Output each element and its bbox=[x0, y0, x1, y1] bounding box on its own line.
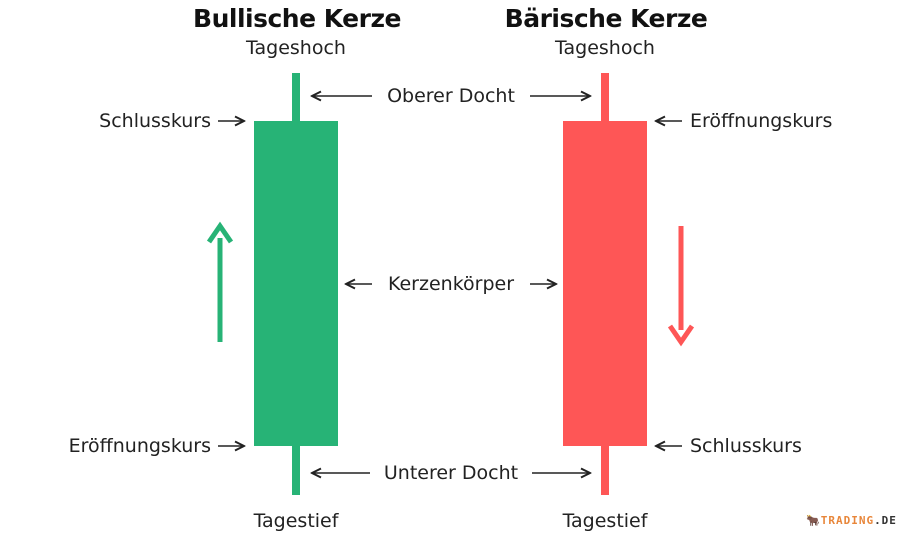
bearish-title: Bärische Kerze bbox=[504, 4, 708, 33]
bull-logo-icon: 🐂 bbox=[806, 514, 821, 527]
bullish-body bbox=[254, 121, 338, 446]
down-arrow-icon bbox=[667, 226, 695, 347]
bullish-low-label: Tagestief bbox=[253, 510, 339, 532]
bearish-high-label: Tageshoch bbox=[555, 37, 655, 59]
bearish-close-label: Schlusskurs bbox=[690, 435, 802, 457]
bullish-high-label: Tageshoch bbox=[246, 37, 346, 59]
bearish-body bbox=[563, 121, 647, 446]
bearish-open-label: Eröffnungskurs bbox=[690, 110, 833, 132]
lower-wick-label: Unterer Docht bbox=[383, 462, 519, 484]
body-label: Kerzenkörper bbox=[387, 273, 515, 295]
bearish-candle bbox=[563, 73, 647, 495]
bearish-low-label: Tagestief bbox=[562, 510, 648, 532]
bullish-candle bbox=[254, 73, 338, 495]
upper-wick-label: Oberer Docht bbox=[387, 85, 515, 107]
bullish-title: Bullische Kerze bbox=[193, 4, 401, 33]
up-arrow-icon bbox=[206, 221, 234, 342]
pointer-arrows bbox=[218, 96, 682, 473]
bullish-close-label: Schlusskurs bbox=[99, 110, 211, 132]
bullish-open-label: Eröffnungskurs bbox=[68, 435, 211, 457]
trading-de-logo: 🐂TRADING.DE bbox=[806, 514, 897, 527]
